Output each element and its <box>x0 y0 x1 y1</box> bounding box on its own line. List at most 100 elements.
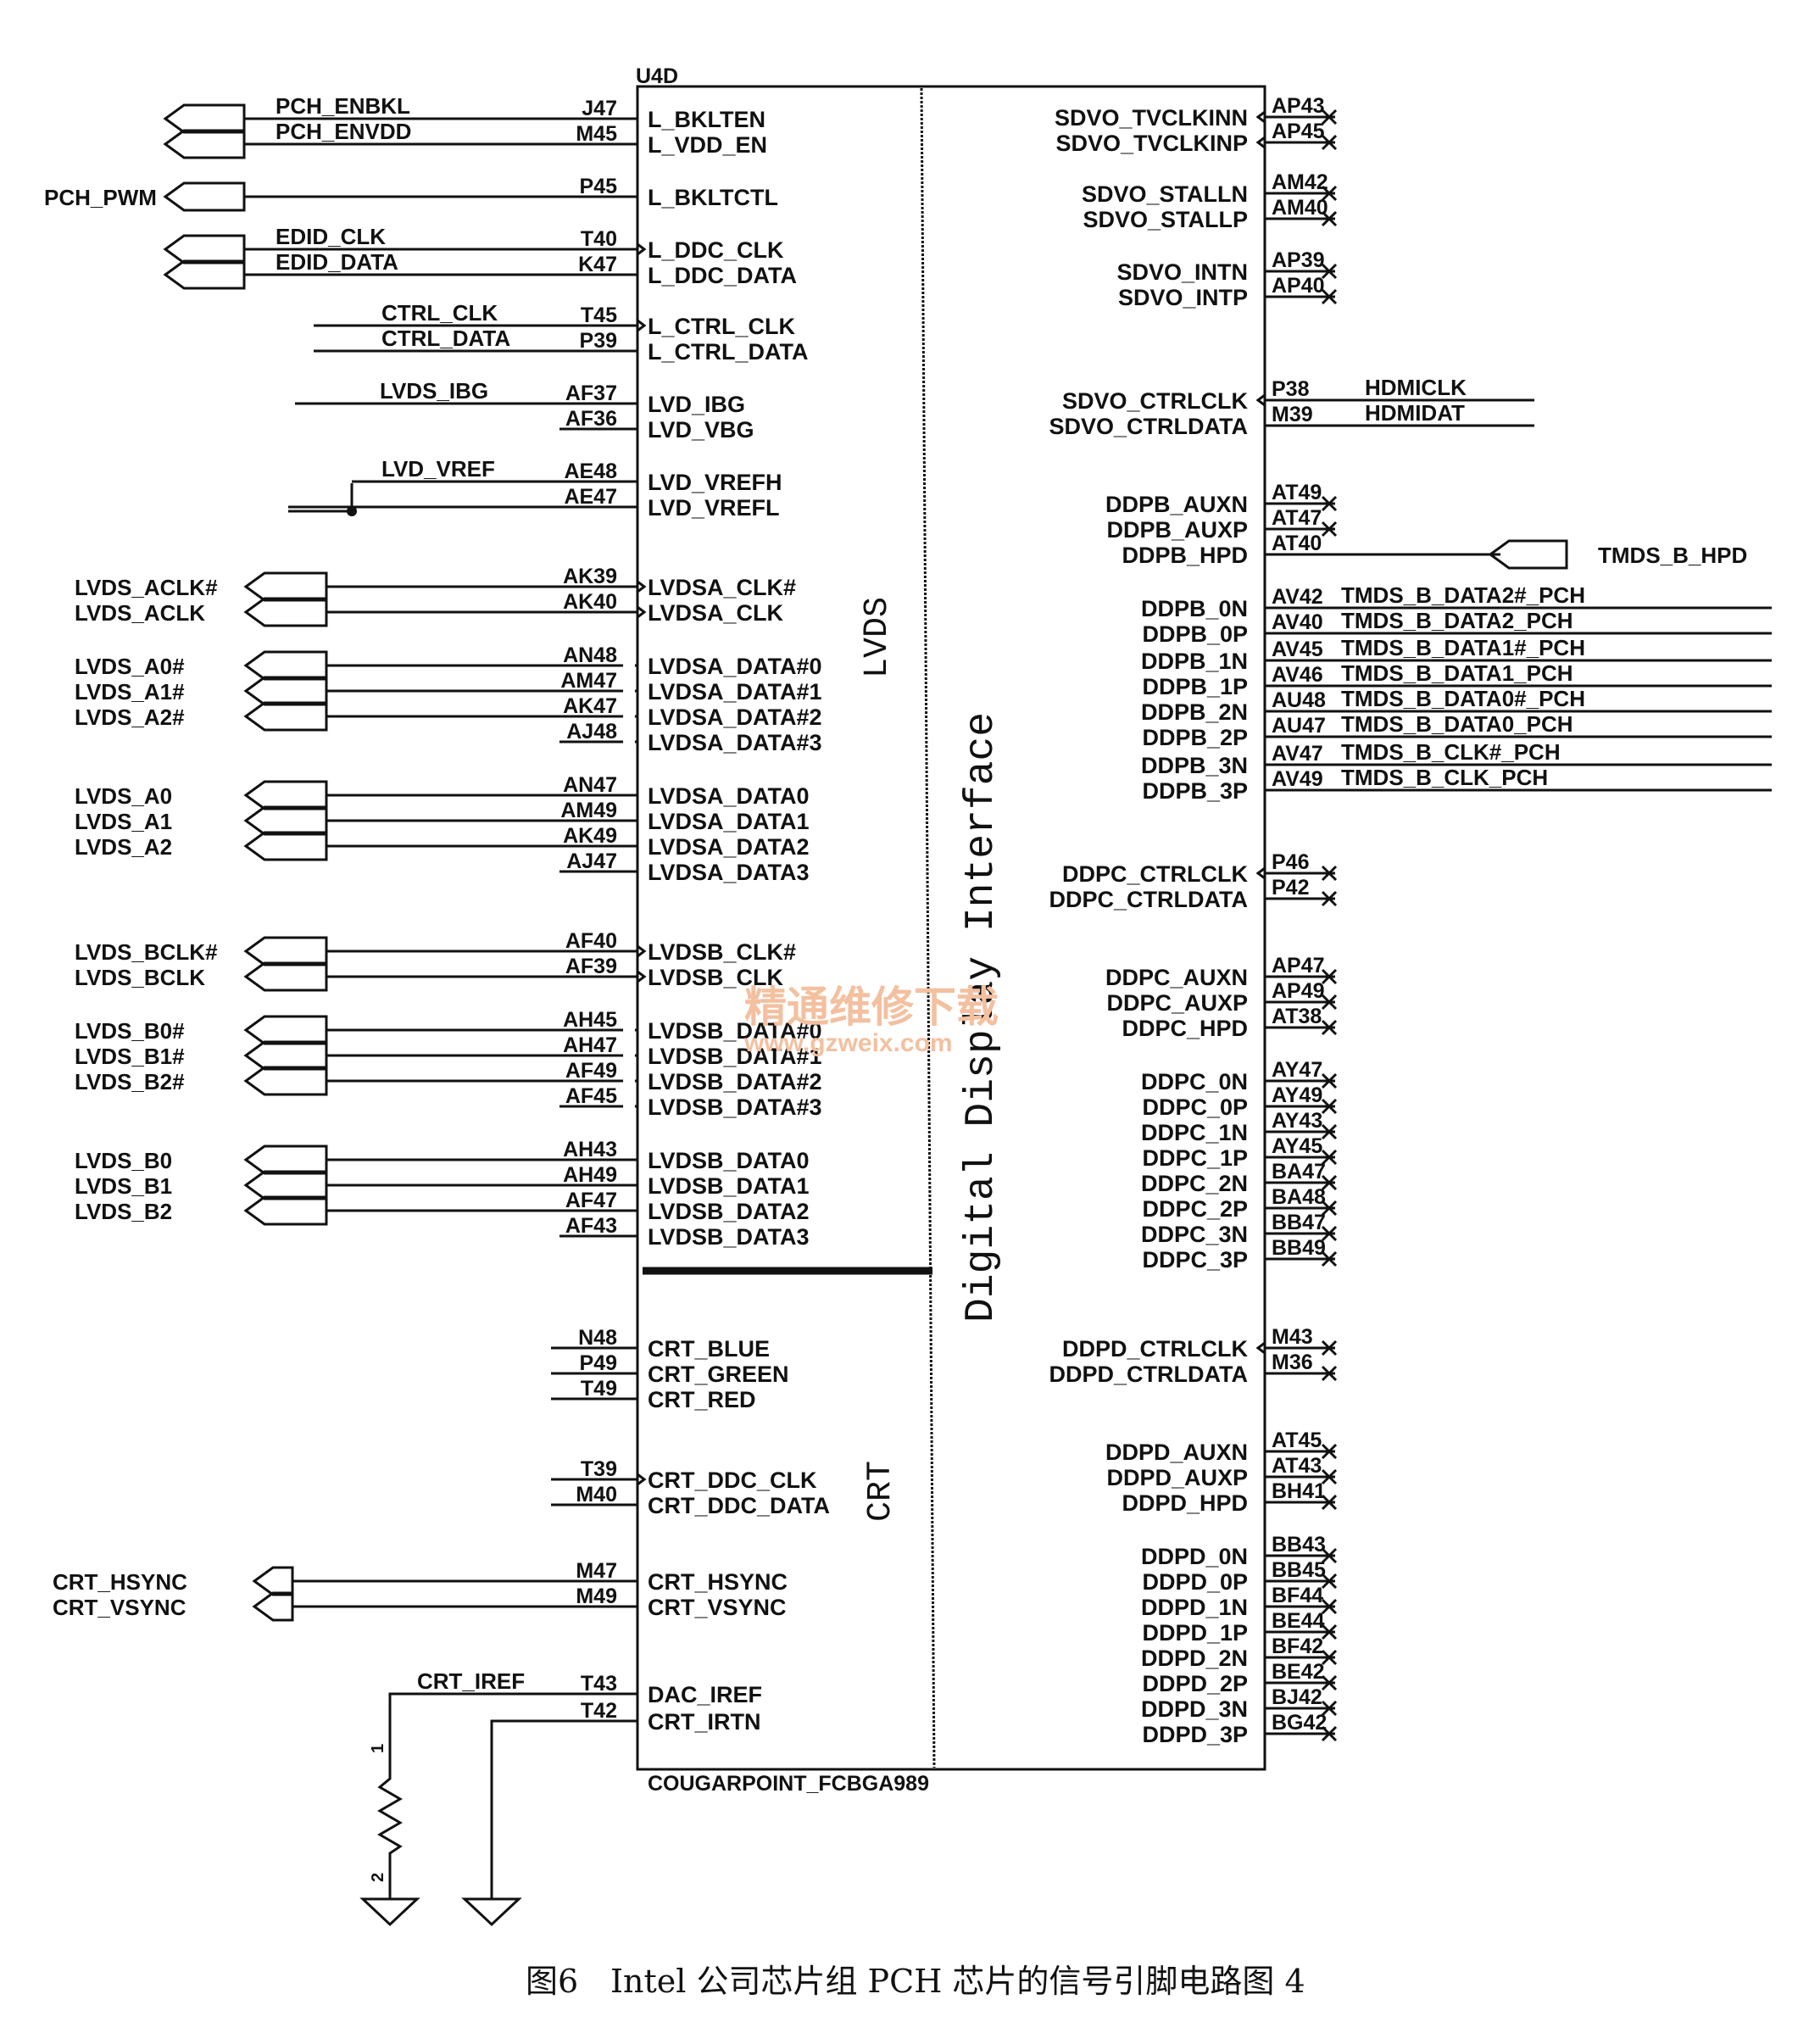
left-net-label: LVDS_A0# <box>75 654 185 679</box>
left-pin-number: AK49 <box>563 824 617 848</box>
left-pin-number: T39 <box>581 1457 617 1481</box>
left-net-label: LVD_VREF <box>381 456 495 482</box>
right-pin-number: AM40 <box>1272 196 1328 220</box>
right-net-label: TMDS_B_DATA0_PCH <box>1341 711 1573 737</box>
nc-mark <box>1321 1339 1338 1356</box>
arrow-marker <box>637 944 647 958</box>
left-pin-number: T45 <box>581 304 617 327</box>
right-pin-number: BJ42 <box>1272 1685 1322 1709</box>
right-pin-name: DDPC_AUXN <box>1105 965 1248 990</box>
right-pin-group: AP43SDVO_TVCLKINNAP45SDVO_TVCLKINPAM42SD… <box>1049 94 1772 1747</box>
left-pin-number: AF39 <box>565 955 617 978</box>
nc-mark <box>1321 1072 1338 1089</box>
left-net-label: LVDS_BCLK <box>75 965 205 990</box>
left-pin-number: P45 <box>580 175 618 198</box>
right-net-label: HDMICLK <box>1365 375 1467 400</box>
right-pin-name: DDPB_3N <box>1141 753 1248 778</box>
left-pin-number: AJ48 <box>566 720 617 744</box>
nc-mark <box>1321 521 1338 537</box>
right-pin-number: P38 <box>1272 377 1310 401</box>
left-pin-number: AF45 <box>565 1084 617 1108</box>
left-pin-number: AK47 <box>563 694 617 718</box>
arrow-marker <box>1255 1341 1266 1355</box>
left-net-label: LVDS_BCLK# <box>75 939 218 965</box>
left-pin-name: L_BKLTCTL <box>648 185 778 210</box>
right-pin-name: SDVO_INTP <box>1118 285 1248 310</box>
left-pin-number: J47 <box>582 97 617 120</box>
right-pin-name: DDPB_1N <box>1141 649 1248 674</box>
offpage-connector <box>163 103 246 134</box>
right-pin-name: DDPC_HPD <box>1122 1016 1248 1041</box>
right-pin-number: AT38 <box>1272 1005 1322 1028</box>
left-pin-number: AN47 <box>563 773 617 797</box>
left-pin-name: CRT_IRTN <box>648 1709 761 1735</box>
right-pin-name: DDPD_3P <box>1142 1722 1248 1747</box>
right-pin-number: AP47 <box>1272 954 1325 977</box>
left-net-label: LVDS_A1# <box>75 679 185 705</box>
left-pin-name: L_DDC_DATA <box>648 263 797 288</box>
right-pin-name: DDPD_2N <box>1141 1646 1248 1671</box>
right-net-label: TMDS_B_DATA2_PCH <box>1341 608 1573 633</box>
left-pin-name: LVDSA_CLK <box>648 600 784 626</box>
left-pin-name: L_BKLTEN <box>648 107 765 132</box>
arrow-marker <box>637 1473 647 1486</box>
right-pin-number: AY45 <box>1272 1134 1322 1158</box>
left-net-label: EDID_DATA <box>276 249 398 275</box>
chip-divider <box>920 87 936 1768</box>
right-pin-number: AP49 <box>1272 979 1325 1003</box>
right-pin-name: DDPB_HPD <box>1122 543 1248 568</box>
left-pin-name: LVDSA_DATA1 <box>648 809 810 834</box>
left-net-label: PCH_ENBKL <box>276 93 410 119</box>
offpage-connector <box>252 1566 294 1596</box>
left-net-label: LVDS_IBG <box>380 378 488 404</box>
nc-mark <box>1321 890 1338 907</box>
left-pin-number: AE48 <box>564 459 617 483</box>
left-pin-number: T49 <box>581 1377 617 1401</box>
right-pin-name: DDPC_0N <box>1141 1069 1248 1094</box>
left-pin-name: CRT_BLUE <box>648 1336 770 1362</box>
right-pin-name: DDPB_2P <box>1142 725 1248 750</box>
right-pin-number: AV46 <box>1272 663 1323 687</box>
figure-caption: Intel 公司芯片组 PCH 芯片的信号引脚电路图 4 <box>610 1963 1305 2000</box>
offpage-connector <box>252 1591 294 1622</box>
right-pin-number: BF44 <box>1272 1584 1323 1607</box>
right-pin-name: DDPC_3P <box>1142 1247 1248 1273</box>
iref-resistor <box>377 1763 403 1899</box>
right-pin-name: DDPC_3N <box>1141 1222 1248 1247</box>
offpage-connector <box>243 961 328 992</box>
left-pin-name: LVDSB_DATA#1 <box>648 1044 822 1069</box>
left-net-label: LVDS_B2# <box>75 1069 185 1094</box>
bubble-marker <box>623 710 635 722</box>
left-pin-number: T43 <box>581 1672 617 1696</box>
left-net-label: LVDS_ACLK <box>75 600 205 626</box>
resistor-pin-2: 2 <box>369 1873 387 1882</box>
right-pin-number: P46 <box>1272 850 1309 874</box>
nc-mark <box>1321 263 1338 280</box>
offpage-connector <box>243 676 328 706</box>
nc-mark <box>1321 1174 1338 1191</box>
right-pin-number: AY47 <box>1272 1058 1322 1082</box>
nc-mark <box>1321 1700 1338 1717</box>
arrow-marker <box>637 605 647 619</box>
arrow-marker <box>637 580 647 593</box>
left-pin-number: AH49 <box>563 1163 617 1187</box>
right-pin-number: BA48 <box>1272 1185 1326 1209</box>
left-pin-name: LVDSA_DATA#2 <box>648 705 822 730</box>
right-pin-number: AT45 <box>1272 1429 1322 1452</box>
right-pin-number: AU47 <box>1272 714 1326 738</box>
right-pin-number: BE42 <box>1272 1660 1325 1684</box>
left-net-label: CTRL_DATA <box>381 326 510 351</box>
right-net-label: TMDS_B_DATA1#_PCH <box>1341 635 1585 660</box>
offpage-connector <box>163 129 246 159</box>
right-pin-name: DDPC_CTRLDATA <box>1049 887 1248 912</box>
right-pin-name: DDPB_AUXP <box>1106 517 1248 543</box>
left-net-label: LVDS_B2 <box>75 1199 172 1224</box>
left-pin-name: LVDSA_DATA3 <box>648 860 810 885</box>
right-pin-number: AV40 <box>1272 610 1323 634</box>
left-pin-name: LVDSB_DATA3 <box>648 1224 810 1250</box>
left-pin-name: LVD_VBG <box>648 417 754 443</box>
left-pin-number: AF37 <box>565 382 617 405</box>
left-pin-number: N48 <box>578 1326 617 1350</box>
bubble-marker <box>623 1024 635 1036</box>
right-pin-name: DDPD_HPD <box>1122 1490 1248 1516</box>
